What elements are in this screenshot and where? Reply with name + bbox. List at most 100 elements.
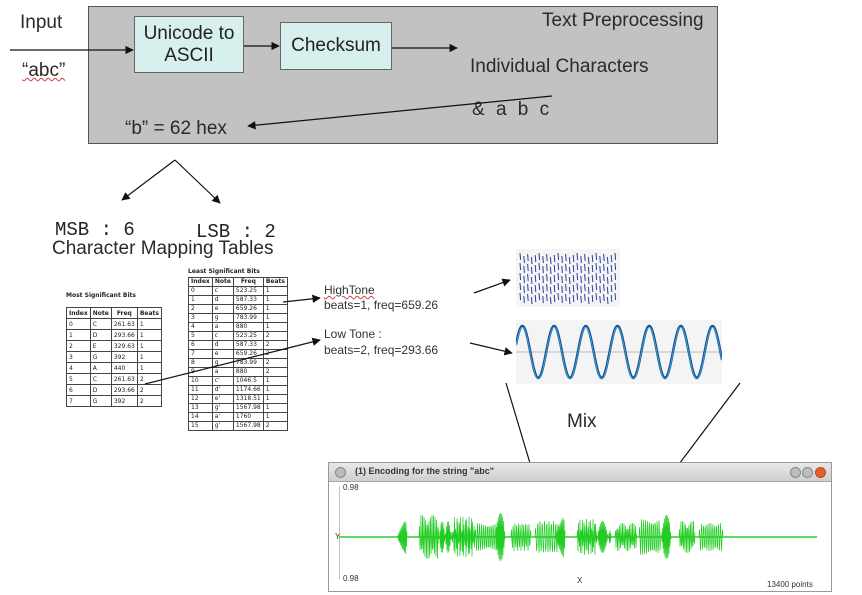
waveform-stroke (595, 252, 598, 261)
waveform-stroke (549, 286, 552, 295)
y-axis-label: Y (335, 532, 341, 541)
waveform-stroke (587, 266, 590, 275)
waveform-stroke (546, 263, 548, 272)
waveform-stroke (530, 296, 533, 305)
arrow-lsb-to-high (282, 294, 321, 303)
waveform-stroke (546, 293, 548, 302)
waveform-stroke (523, 295, 525, 304)
waveform-stroke (530, 266, 533, 275)
waveform-stroke (591, 294, 594, 303)
waveform-stroke (527, 253, 529, 262)
waveform-stroke (572, 254, 575, 263)
waveform-stroke (576, 292, 579, 301)
waveform-stroke (595, 272, 598, 281)
signal-burst (596, 520, 612, 553)
waveform-stroke (523, 265, 525, 274)
waveform-stroke (542, 295, 544, 304)
table-cell: G (89, 395, 112, 407)
waveform-stroke (538, 292, 541, 301)
preprocessing-title: Text Preprocessing (542, 10, 704, 31)
waveform-stroke (591, 284, 594, 293)
waveform-stroke (568, 256, 571, 265)
arrow-chars-to-example (247, 95, 553, 130)
waveform-stroke (572, 274, 575, 283)
arrow-to-lsb (174, 159, 221, 204)
unicode-to-ascii-stage: Unicode to ASCII (134, 16, 244, 73)
waveform-stroke (527, 263, 529, 272)
waveform-stroke (591, 254, 594, 263)
input-label: Input (20, 12, 63, 33)
waveform-stroke (542, 275, 544, 284)
y-top-label: 0.98 (343, 483, 359, 492)
waveform-stroke (603, 283, 605, 292)
waveform-stroke (584, 253, 586, 262)
waveform-stroke (561, 255, 563, 264)
table-cell: 2 (136, 373, 162, 385)
waveform-stroke (534, 274, 537, 283)
low-tone-waveform (516, 320, 722, 384)
close-icon[interactable] (815, 467, 826, 478)
waveform-stroke (549, 296, 552, 305)
waveform-stroke (523, 275, 525, 284)
waveform-stroke (584, 273, 586, 282)
waveform-stroke (568, 296, 571, 305)
waveform-stroke (534, 254, 537, 263)
waveform-stroke (538, 252, 541, 261)
mapping-tables-title: Character Mapping Tables (52, 238, 274, 259)
waveform-stroke (576, 262, 579, 271)
waveform-stroke (587, 296, 590, 305)
waveform-stroke (572, 284, 575, 293)
signal-burst (494, 512, 506, 561)
waveform-stroke (603, 293, 605, 302)
waveform-stroke (557, 262, 560, 271)
window-title: (1) Encoding for the string "abc" (355, 466, 495, 476)
minimize-icon[interactable] (790, 467, 801, 478)
waveform-stroke (553, 254, 556, 263)
arrow-msb-to-low (144, 337, 321, 385)
waveform-stroke (614, 252, 617, 261)
waveform-stroke (553, 284, 556, 293)
signal-burst (638, 519, 662, 555)
msb-label: MSB : 6 (55, 219, 135, 241)
waveform-stroke (530, 276, 533, 285)
waveform-stroke (614, 282, 617, 291)
waveform-stroke (610, 294, 613, 303)
waveform-stroke (580, 275, 582, 284)
signal-burst (534, 520, 560, 553)
waveform-stroke (606, 296, 609, 305)
waveform-stroke (542, 255, 544, 264)
waveform-stroke (587, 256, 590, 265)
waveform-stroke (568, 266, 571, 275)
waveform-stroke (603, 273, 605, 282)
waveform-stroke (576, 252, 579, 261)
waveform-stroke (549, 276, 552, 285)
waveform-stroke (519, 292, 522, 301)
waveform-stroke (606, 256, 609, 265)
waveform-stroke (584, 263, 586, 272)
waveform-stroke (565, 273, 567, 282)
waveform-stroke (599, 285, 601, 294)
waveform-stroke (599, 255, 601, 264)
waveform-stroke (610, 264, 613, 273)
waveform-stroke (580, 265, 582, 274)
waveform-stroke (565, 263, 567, 272)
maximize-icon[interactable] (802, 467, 813, 478)
signal-burst (418, 515, 440, 559)
waveform-stroke (595, 292, 598, 301)
waveform-stroke (519, 282, 522, 291)
hex-example: “b” = 62 hex (125, 118, 227, 139)
msb-table-title: Most Significant Bits (66, 292, 136, 299)
window-menu-icon[interactable] (335, 467, 346, 478)
waveform-stroke (553, 294, 556, 303)
characters-list: & a b c (472, 99, 550, 120)
lsb-table-title: Least Significant Bits (188, 268, 260, 275)
waveform-stroke (580, 295, 582, 304)
waveform-stroke (527, 293, 529, 302)
waveform-stroke (557, 272, 560, 281)
